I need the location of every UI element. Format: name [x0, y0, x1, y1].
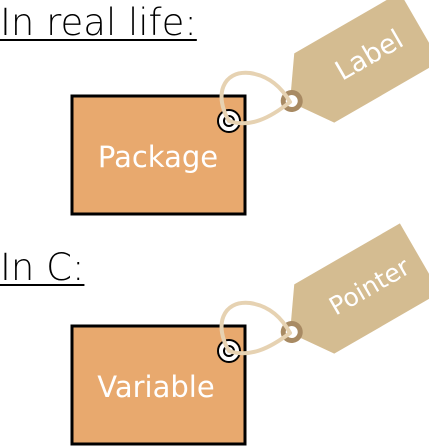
package-box [70, 94, 247, 216]
package-string [219, 70, 292, 126]
pointer-tag: Pointer [280, 223, 429, 354]
variable-string [219, 300, 292, 356]
real-life-group: Label Package [70, 0, 429, 216]
variable-box [70, 324, 247, 446]
variable-box-text: Variable [97, 370, 214, 404]
in-c-group: Pointer Variable [70, 223, 429, 446]
heading-in-c: In C: [0, 246, 85, 289]
package-box-text: Package [98, 140, 218, 174]
heading-real-life: In real life: [0, 1, 197, 44]
label-tag: Label [280, 0, 429, 123]
